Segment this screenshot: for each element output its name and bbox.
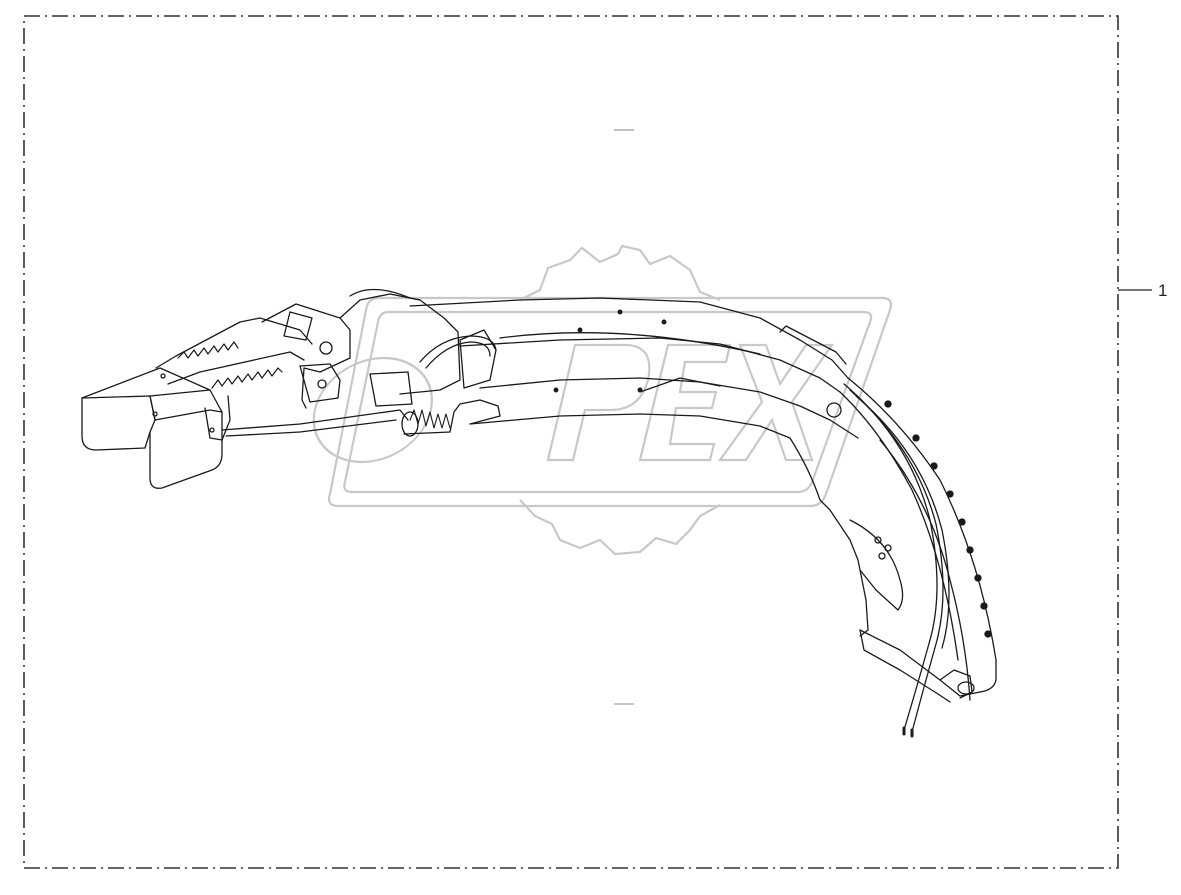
opex-watermark: [312, 244, 893, 556]
bolt-curved-3: [930, 462, 938, 470]
bolt-curved-8: [980, 602, 988, 610]
bolt-arm-2: [617, 309, 623, 315]
mount-plate-hole: [317, 379, 327, 389]
spring-lower: [211, 367, 283, 389]
bolt-arm-5: [637, 387, 643, 393]
linkage-bar-lower-2: [225, 419, 397, 437]
flap-panel-left: [81, 395, 156, 451]
watermark-letter-x: [717, 343, 835, 462]
flap-panel-left-top: [81, 367, 211, 399]
bolt-curved-2: [912, 434, 920, 442]
curved-arm-foot: [859, 629, 951, 703]
mount-block: [261, 303, 351, 409]
flap-panel-right-inner: [154, 409, 223, 421]
hose-3: [855, 395, 950, 649]
arm-lower-top-edge: [479, 377, 859, 439]
bolt-plate-2: [884, 544, 892, 552]
central-housing: [339, 293, 461, 395]
bolt-curved-9: [984, 630, 992, 638]
watermark-letter-o: [312, 356, 434, 464]
hose-2: [849, 389, 944, 733]
bolt-curved-4: [946, 490, 954, 498]
callout-label-1: 1: [1158, 281, 1167, 300]
bolt-plate-3: [878, 552, 886, 560]
watermark-frame-outer: [327, 296, 893, 508]
arm-top-fin: [779, 325, 847, 365]
curved-arm-back: [789, 437, 869, 637]
flap-frame-rail: [155, 317, 313, 369]
flap-panel-right: [149, 389, 223, 489]
end-fitting: [957, 681, 975, 695]
gear-outline-bottom: [519, 499, 721, 556]
arm-lower-bottom-edge: [469, 413, 791, 439]
bolt-arm-4: [553, 387, 559, 393]
bolt-curved-1: [884, 400, 892, 408]
bolt-curved-5: [958, 518, 966, 526]
central-housing-top: [349, 288, 421, 301]
watermark-letter-e: [638, 343, 732, 462]
flap-frame-rail-2: [167, 351, 305, 385]
watermark-frame-inner: [343, 310, 873, 494]
bolt-2: [152, 411, 158, 417]
curved-arm-flange: [879, 439, 971, 701]
bolt-plate-1: [874, 536, 882, 544]
watermark-letter-p: [546, 343, 651, 462]
mount-hole: [319, 341, 333, 355]
central-housing-side: [369, 371, 413, 407]
arm-upper-top-edge: [409, 297, 849, 379]
mount-block-face: [283, 311, 313, 341]
curved-arm-outer: [847, 377, 997, 693]
curved-arm-lower-plate: [849, 519, 904, 611]
assembly-drawing: [81, 288, 997, 738]
bolt-curved-6: [966, 546, 974, 554]
arm-lower-inner: [639, 377, 721, 393]
gear-outline-top: [519, 244, 721, 302]
arm-upper-bottom-edge: [459, 337, 841, 393]
arm-pivot: [826, 402, 842, 418]
bolt-3: [209, 427, 215, 433]
arm-spring-housing: [403, 399, 501, 435]
bolt-1: [160, 373, 166, 379]
arm-upper-ridge: [499, 332, 761, 355]
bolt-arm-3: [661, 319, 667, 325]
bolt-arm-1: [577, 327, 583, 333]
hose-1: [843, 383, 938, 731]
bolt-curved-7: [974, 574, 982, 582]
mount-plate: [299, 363, 341, 403]
arm-spring: [409, 409, 451, 429]
curved-arm-end: [859, 629, 981, 697]
bracket-central: [459, 329, 497, 389]
drawing-border: [23, 15, 1119, 869]
hydraulic-hose-loop-2: [425, 341, 491, 369]
arm-spring-end: [401, 411, 419, 437]
flap-bracket: [204, 395, 231, 441]
spring-upper: [177, 341, 239, 359]
